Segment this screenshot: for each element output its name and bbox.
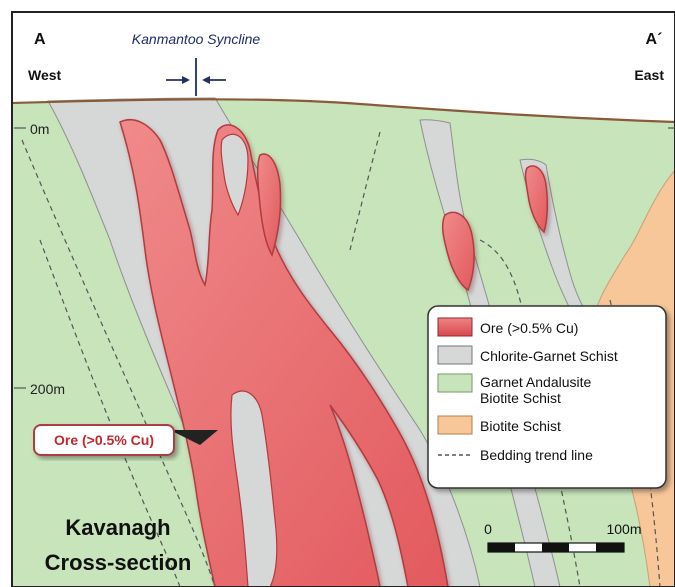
- direction-east-label: East: [634, 67, 664, 83]
- figure-title-line1: Kavanagh: [65, 515, 170, 540]
- ore-callout-label: Ore (>0.5% Cu): [54, 432, 154, 448]
- section-end-label: A´: [646, 31, 663, 48]
- legend-label-chlorite: Chlorite-Garnet Schist: [480, 348, 618, 364]
- legend-label-biotite: Biotite Schist: [480, 418, 561, 434]
- depth-label-200: 200m: [30, 381, 65, 397]
- legend-label-ore: Ore (>0.5% Cu): [480, 320, 578, 336]
- legend-swatch-garnet: [438, 374, 472, 392]
- legend-swatch-biotite: [438, 416, 472, 434]
- direction-west-label: West: [28, 67, 62, 83]
- scale-start-label: 0: [484, 521, 492, 537]
- legend-label-garnet-line1: Garnet Andalusite: [480, 374, 592, 390]
- section-start-label: A: [34, 31, 46, 48]
- header-background: [12, 12, 675, 112]
- depth-label-0: 0m: [30, 121, 49, 137]
- syncline-label: Kanmantoo Syncline: [132, 31, 261, 47]
- legend-label-garnet-line2: Biotite Schist: [480, 390, 561, 406]
- legend-swatch-chlorite: [438, 346, 472, 364]
- legend-label-bedding: Bedding trend line: [480, 447, 593, 463]
- scale-end-label: 100m: [606, 521, 641, 537]
- figure-title-line2: Cross-section: [45, 550, 192, 575]
- legend-swatch-ore: [438, 318, 472, 336]
